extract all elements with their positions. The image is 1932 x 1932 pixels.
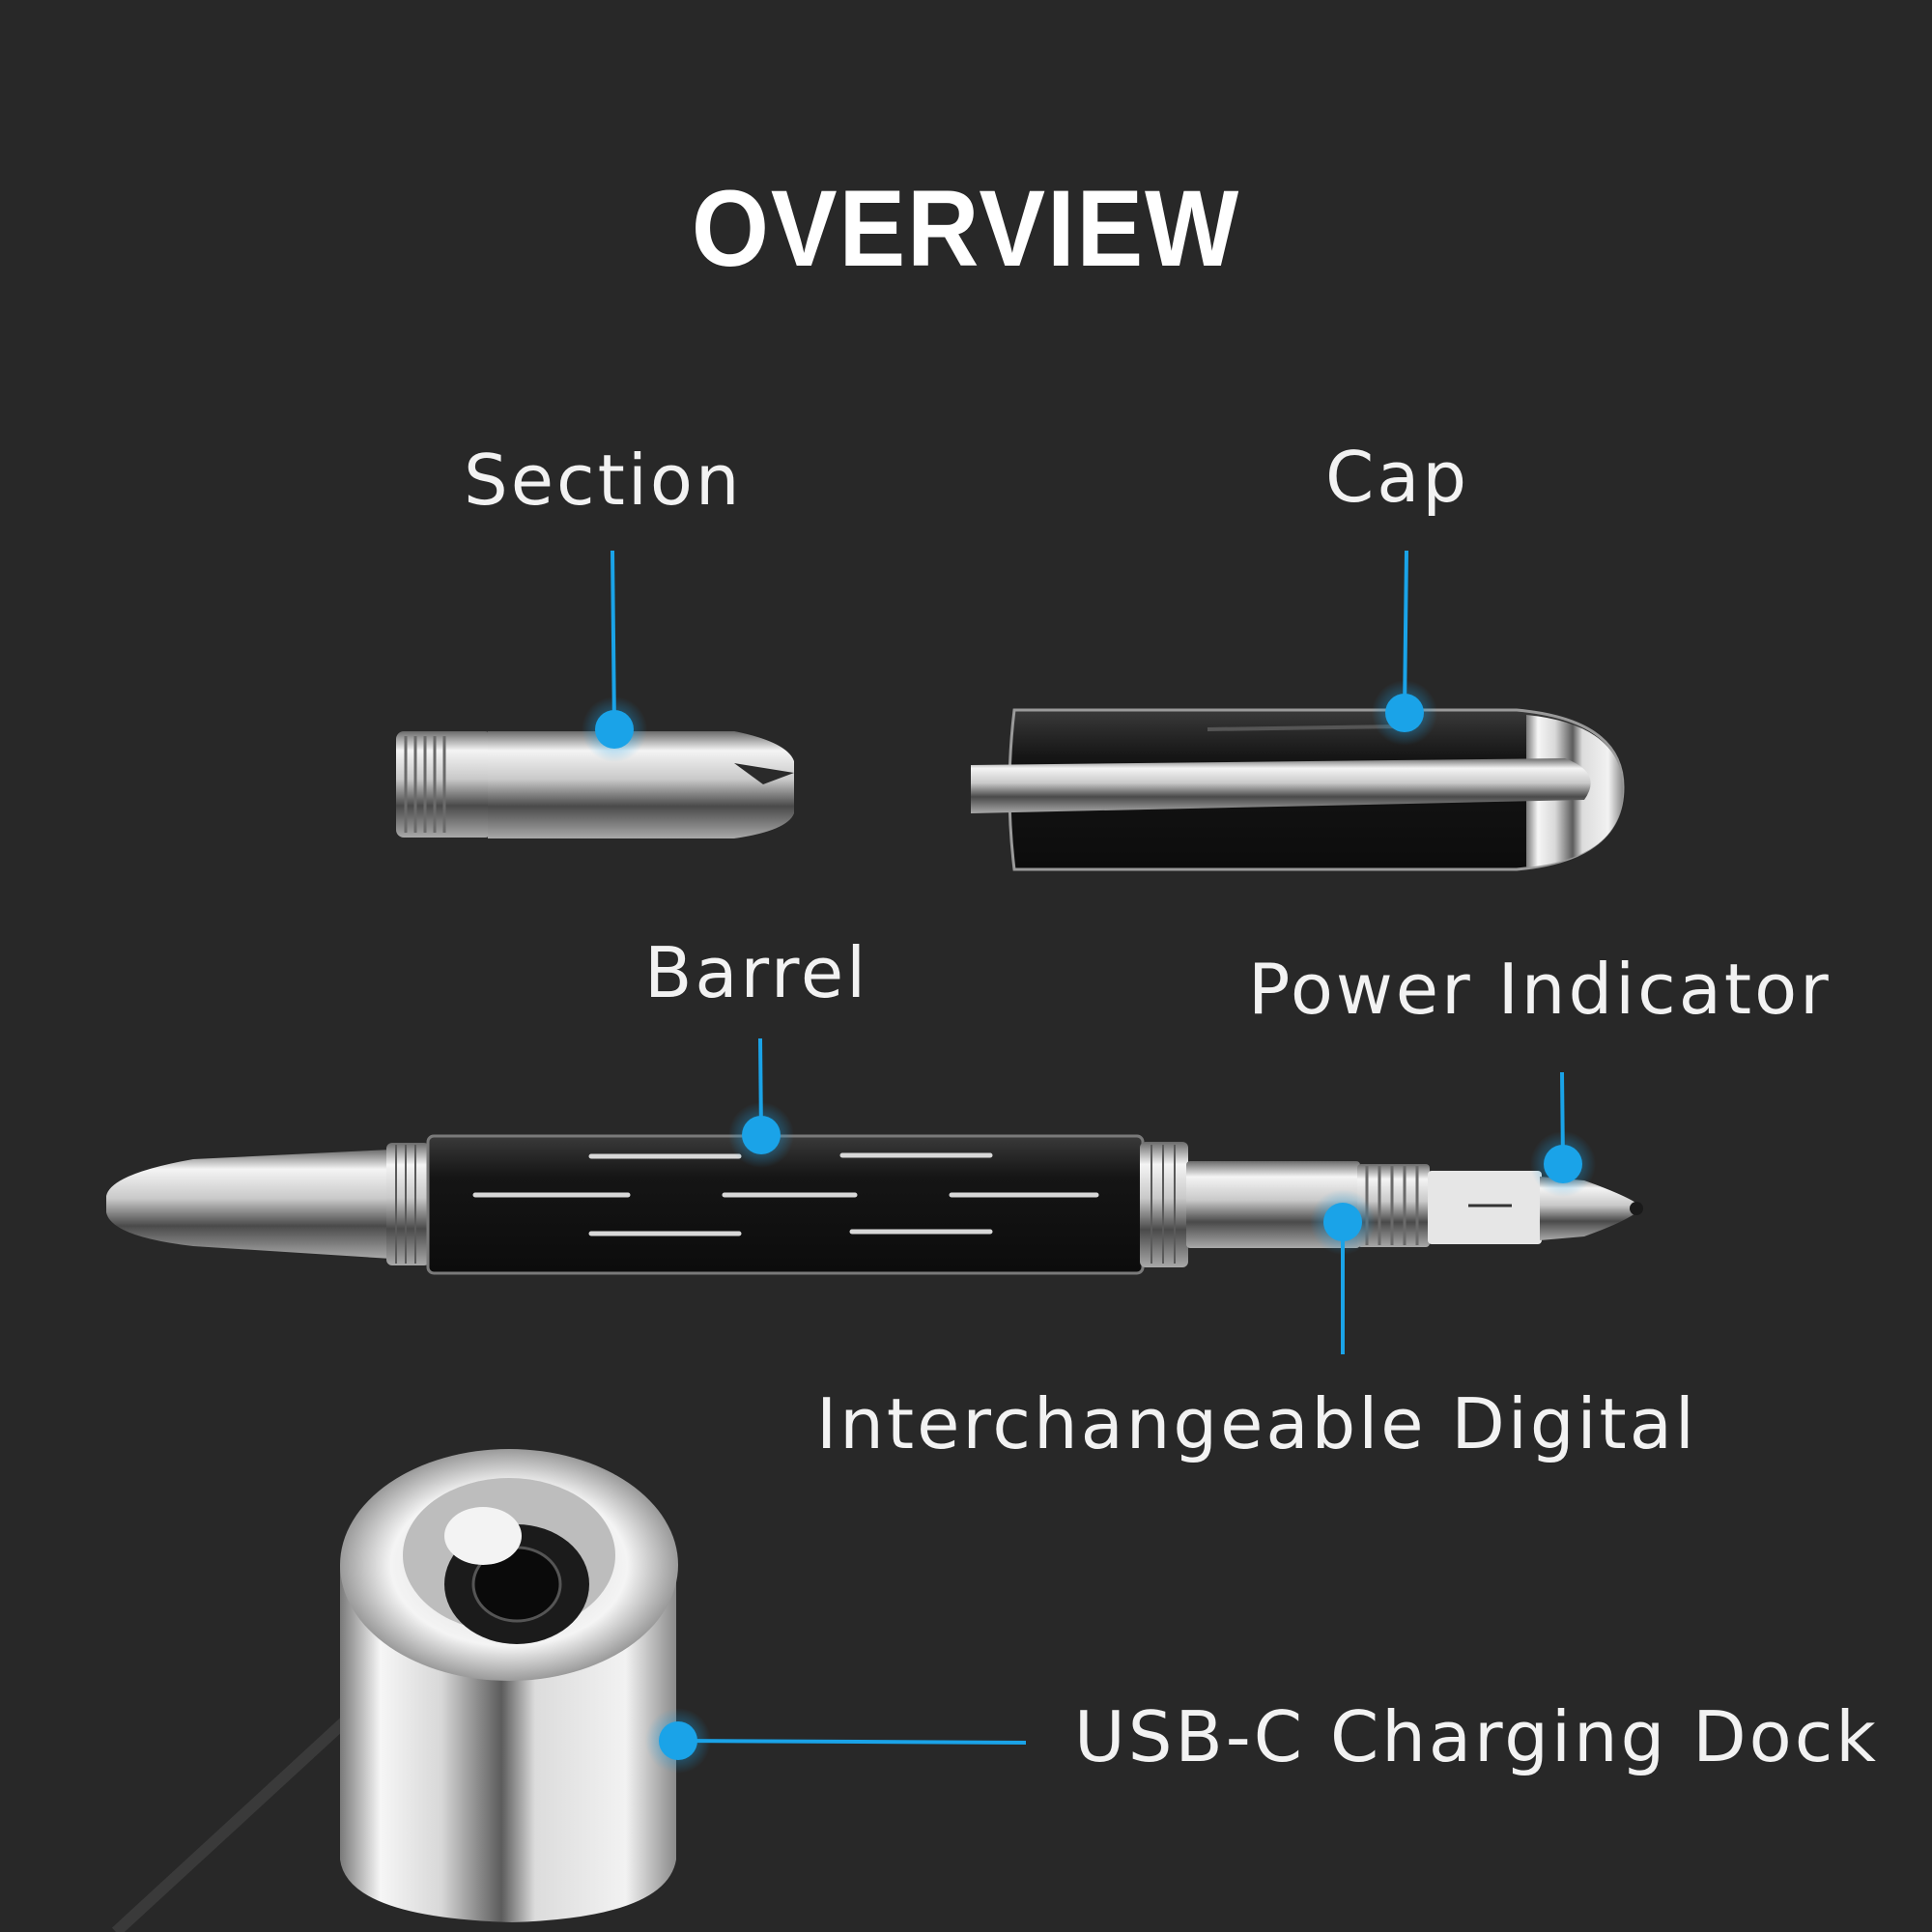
cap-callout-dot — [1372, 680, 1437, 746]
section-callout-dot — [582, 696, 647, 762]
barrel-callout-dot — [728, 1102, 794, 1168]
charging-dock-callout-dot — [645, 1708, 711, 1774]
page-title: OVERVIEW — [691, 168, 1241, 289]
pen-body — [106, 1134, 1643, 1275]
barrel-label: Barrel — [644, 932, 869, 1013]
charging-dock-leader-line — [677, 1739, 1027, 1745]
charging-dock — [111, 1449, 678, 1932]
cap-part — [971, 708, 1625, 871]
power-indicator-callout-dot — [1530, 1131, 1596, 1197]
cap-label: Cap — [1325, 437, 1470, 518]
charging-dock-label: USB-C Charging Dock — [1074, 1696, 1880, 1777]
interchangeable-digital-label: Interchangeable Digital — [816, 1383, 1697, 1464]
section-part — [396, 731, 794, 838]
power-indicator-label: Power Indicator — [1248, 949, 1832, 1030]
section-label: Section — [464, 440, 743, 521]
interchangeable-digital-callout-dot — [1310, 1189, 1376, 1255]
